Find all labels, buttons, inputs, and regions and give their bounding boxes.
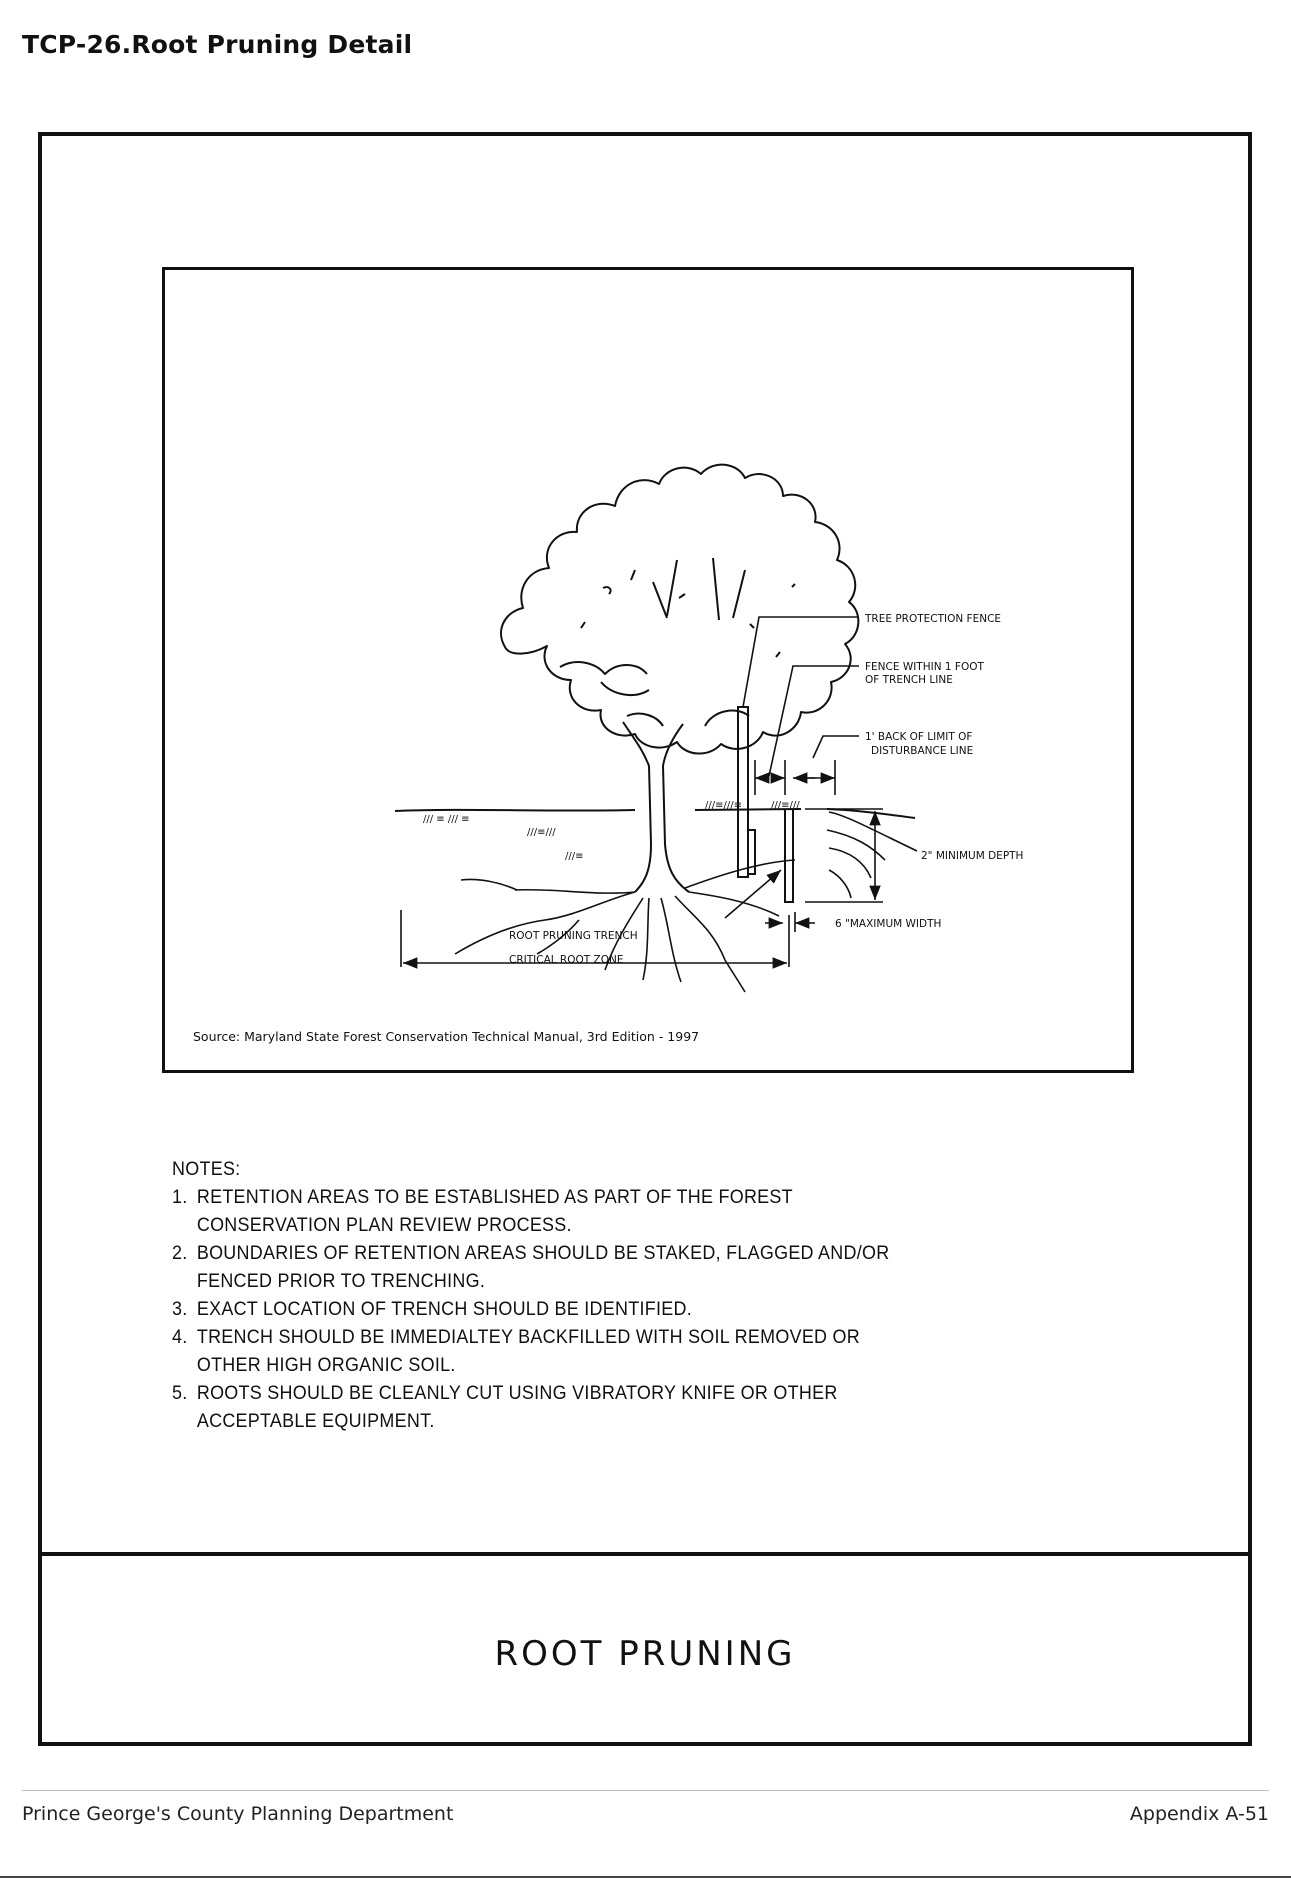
svg-text:///≡///≡: ///≡///≡	[705, 800, 742, 811]
label-maximum-width: 6 "MAXIMUM WIDTH	[835, 918, 941, 930]
footer-divider	[22, 1790, 1269, 1791]
label-fence-within-1: FENCE WITHIN 1 FOOT	[865, 661, 984, 673]
note-item: 1. RETENTION AREAS TO BE ESTABLISHED AS …	[172, 1183, 926, 1239]
note-number: 1.	[172, 1186, 188, 1208]
label-back-of-limit-2: DISTURBANCE LINE	[871, 745, 973, 757]
note-text: TRENCH SHOULD BE IMMEDIALTEY BACKFILLED …	[196, 1326, 861, 1376]
root-pruning-diagram: /// ≡ /// ≡ ///≡/// ///≡ ///≡///≡ ///≡//…	[193, 463, 1023, 1044]
tree-trunk	[622, 721, 690, 893]
label-fence-within-2: OF TRENCH LINE	[865, 674, 953, 686]
drawing-frame: /// ≡ /// ≡ ///≡/// ///≡ ///≡///≡ ///≡//…	[162, 267, 1134, 1073]
svg-text:///≡///: ///≡///	[771, 800, 800, 811]
tree-roots	[454, 829, 886, 993]
label-tree-protection-fence: TREE PROTECTION FENCE	[864, 613, 1001, 625]
svg-text:///≡: ///≡	[565, 851, 584, 862]
note-number: 3.	[172, 1298, 188, 1320]
label-back-of-limit-1: 1' BACK OF LIMIT OF	[865, 731, 972, 743]
title-block-title: ROOT PRUNING	[494, 1634, 796, 1674]
dimension-lines	[400, 760, 883, 969]
note-number: 2.	[172, 1242, 188, 1264]
footer-department: Prince George's County Planning Departme…	[22, 1803, 454, 1825]
note-number: 5.	[172, 1382, 188, 1404]
note-text: BOUNDARIES OF RETENTION AREAS SHOULD BE …	[196, 1242, 890, 1292]
leader-lines	[724, 616, 918, 919]
note-item: 5. ROOTS SHOULD BE CLEANLY CUT USING VIB…	[172, 1379, 926, 1435]
label-root-pruning-trench: ROOT PRUNING TRENCH	[509, 930, 638, 942]
note-item: 2. BOUNDARIES OF RETENTION AREAS SHOULD …	[172, 1239, 926, 1295]
note-text: ROOTS SHOULD BE CLEANLY CUT USING VIBRAT…	[196, 1382, 838, 1432]
diagram-source: Source: Maryland State Forest Conservati…	[193, 1029, 699, 1044]
svg-text:/// ≡ /// ≡: /// ≡ /// ≡	[423, 814, 470, 825]
detail-code: TCP-26.	[22, 30, 132, 59]
tree-protection-fence	[737, 706, 756, 878]
note-number: 4.	[172, 1326, 188, 1348]
note-text: RETENTION AREAS TO BE ESTABLISHED AS PAR…	[196, 1186, 793, 1236]
svg-text:///≡///: ///≡///	[527, 827, 556, 838]
notes-heading: NOTES:	[172, 1158, 241, 1180]
footer-page-number: Appendix A-51	[1129, 1803, 1269, 1825]
sheet-frame: ROOT PRUNING	[38, 132, 1252, 1746]
note-text: EXACT LOCATION OF TRENCH SHOULD BE IDENT…	[196, 1298, 693, 1320]
notes-section: NOTES: 1. RETENTION AREAS TO BE ESTABLIS…	[172, 1155, 926, 1435]
page-title: TCP-26.Root Pruning Detail	[22, 30, 412, 59]
label-minimum-depth: 2" MINIMUM DEPTH	[921, 850, 1023, 862]
page-bottom-rule	[0, 1876, 1291, 1878]
detail-title: Root Pruning Detail	[131, 30, 413, 59]
label-critical-root-zone: CRITICAL ROOT ZONE	[509, 954, 623, 966]
title-block: ROOT PRUNING	[42, 1552, 1248, 1742]
root-pruning-trench	[784, 809, 794, 903]
note-item: 4. TRENCH SHOULD BE IMMEDIALTEY BACKFILL…	[172, 1323, 926, 1379]
tree-canopy	[500, 463, 860, 755]
diagram-labels: TREE PROTECTION FENCE FENCE WITHIN 1 FOO…	[193, 613, 1023, 1044]
note-item: 3. EXACT LOCATION OF TRENCH SHOULD BE ID…	[172, 1295, 926, 1323]
